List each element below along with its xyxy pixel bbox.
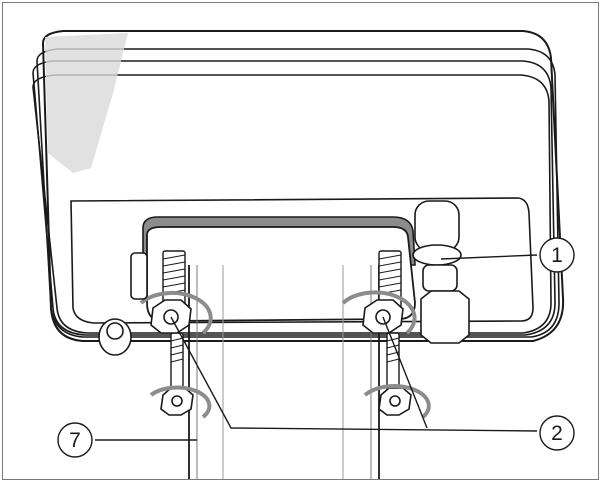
- leader-line-1: [440, 254, 538, 260]
- bolt-threads: [162, 254, 402, 363]
- cable-gland-connector: [412, 200, 470, 344]
- callout-2: 2: [539, 415, 575, 451]
- housing-shadow: [45, 33, 128, 173]
- mounting-diagram: 1 2 7: [32, 30, 575, 479]
- upper-nuts: [150, 299, 404, 334]
- earth-screw: [98, 252, 148, 356]
- threaded-bolts: [162, 250, 402, 394]
- svg-text:1: 1: [551, 244, 563, 267]
- callout-7: 7: [57, 422, 93, 458]
- svg-text:7: 7: [69, 429, 81, 452]
- svg-text:2: 2: [551, 422, 563, 445]
- rotation-arrows: [139, 290, 431, 419]
- leader-lines: [95, 254, 538, 441]
- lower-nuts: [160, 387, 412, 416]
- leader-line-2: [170, 316, 538, 432]
- callout-1: 1: [539, 237, 575, 273]
